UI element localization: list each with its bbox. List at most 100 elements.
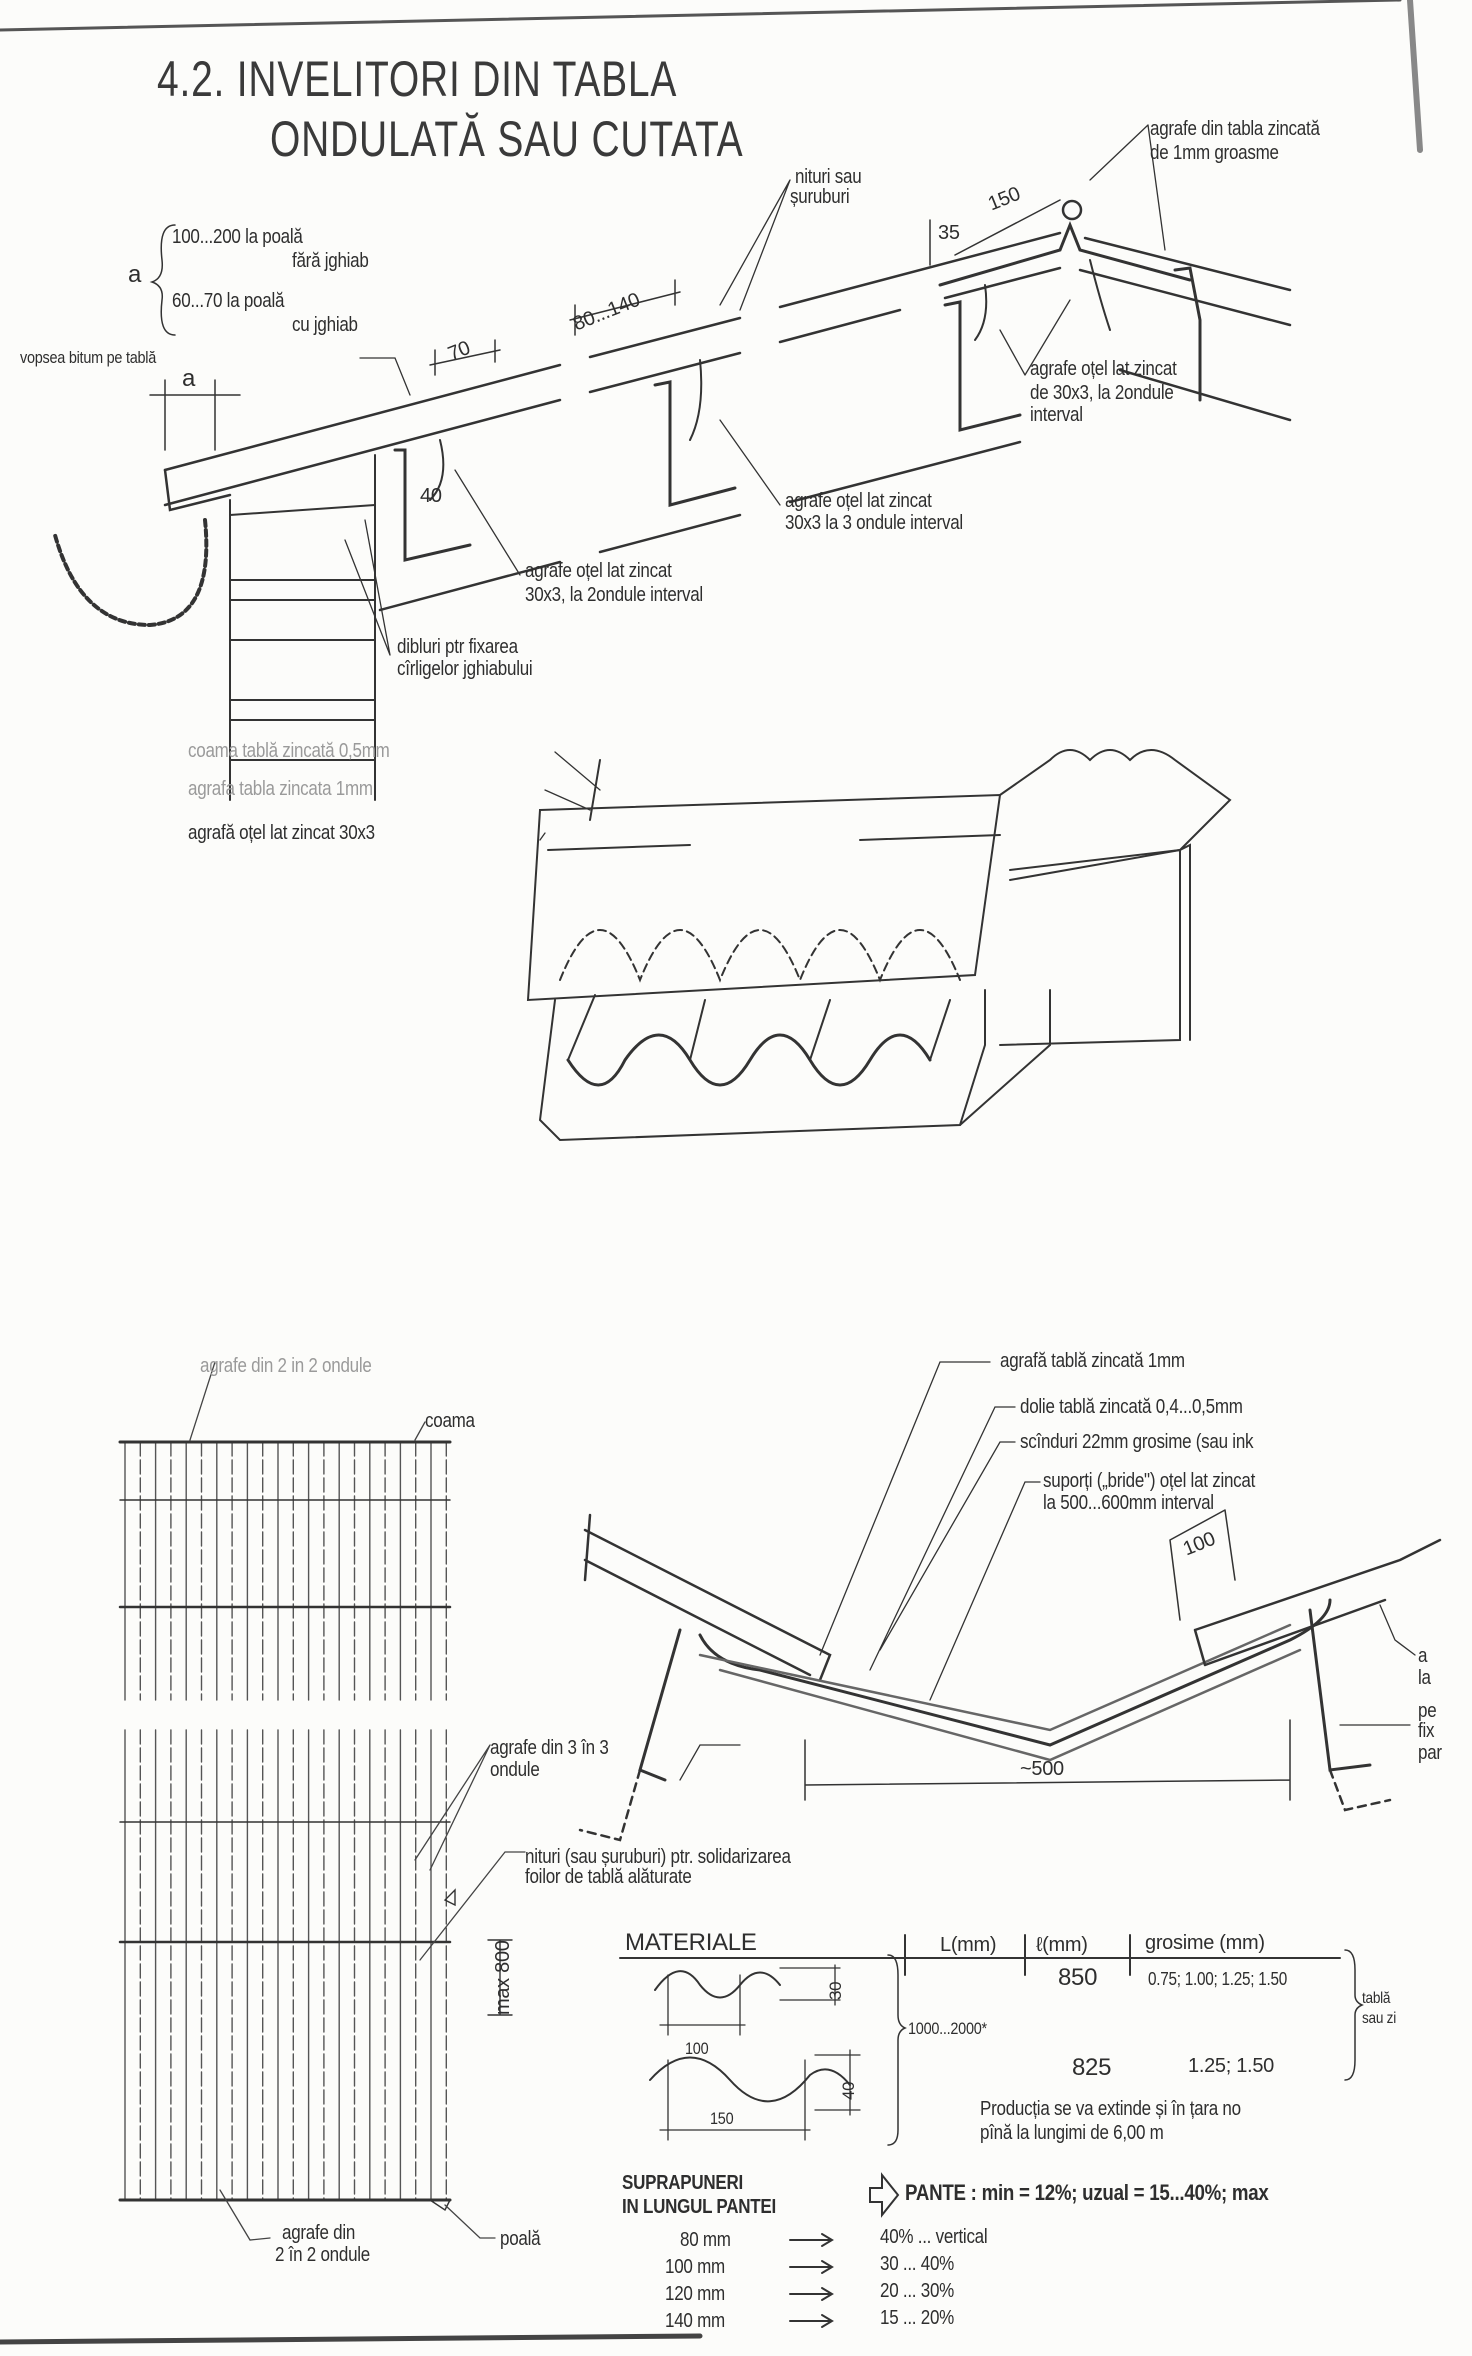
roof-sheet-line	[163, 231, 1062, 472]
row2-thickness: 1.25; 1.50	[1188, 2055, 1274, 2077]
ridge-cap-panel	[526, 793, 1002, 1002]
label-agrafe-mid: agrafe oțel lat zincat	[785, 490, 932, 512]
side-note-1: tablă	[1362, 1990, 1391, 2007]
label-agrafe-3in3-2: ondule	[490, 1759, 540, 1781]
a-option-1: 100...200 la poală	[172, 226, 303, 248]
label-nituri: nituri sau	[795, 166, 862, 188]
label-dibluri: dibluri ptr fixarea	[397, 636, 518, 658]
valley-leaders	[679, 1361, 1416, 1781]
label-agrafe-bottom: agrafe din	[282, 2222, 356, 2244]
left-sheet	[583, 1513, 832, 1682]
overlap-row-value: 140 mm	[665, 2310, 725, 2332]
label-plan-nituri-2: foilor de tablă alăturate	[525, 1866, 692, 1888]
overlap-row-value: 120 mm	[665, 2283, 725, 2305]
label-plan-agrafe-top: agrafe din 2 in 2 ondule	[200, 1355, 372, 1377]
col-l: ℓ(mm)	[1036, 1934, 1088, 1956]
purlin-bottom-line	[378, 440, 1022, 612]
overlap-row-slope: 20 ... 30%	[880, 2280, 955, 2302]
label-agrafe-low: agrafe oțel lat zincat	[525, 560, 672, 582]
right-sheet	[1193, 1538, 1442, 1667]
materials-header: MATERIALE	[625, 1929, 757, 1956]
label-agrafe-ridge-3: interval	[1030, 404, 1083, 426]
label-agrafe-3in3: agrafe din 3 în 3	[490, 1737, 609, 1759]
ridge-seam	[1061, 199, 1083, 221]
label-valley-scinduri: scînduri 22mm grosime (sau ink	[1020, 1431, 1254, 1453]
col-L: L(mm)	[940, 1934, 997, 1956]
a-option-2: 60...70 la poală	[172, 290, 285, 312]
ridge-3d-view	[526, 749, 1232, 1142]
valley-detail	[578, 1361, 1442, 1842]
label-valley-dolie: dolie tablă zincată 0,4...0,5mm	[1020, 1396, 1243, 1418]
side-note-2: sau zi	[1362, 2010, 1396, 2027]
ridge-right-top	[1083, 236, 1292, 292]
page-top-edge	[0, 0, 1402, 32]
dim-500-label: ~500	[1020, 1758, 1064, 1780]
roof-under-line	[163, 266, 1062, 507]
cut-label-par: par	[1418, 1742, 1442, 1764]
label-nituri-2: șuruburi	[790, 186, 850, 208]
label-agrafe-mid-2: 30x3 la 3 ondule interval	[785, 512, 963, 534]
support-hidden	[578, 1768, 1392, 1842]
boards	[698, 1623, 1302, 1762]
row1-thickness: 0.75; 1.00; 1.25; 1.50	[1148, 1969, 1288, 1989]
dim-70	[429, 339, 501, 376]
supports	[638, 1608, 1372, 1782]
dim-a	[149, 379, 241, 451]
production-note-2: pînă la lungimi de 6,00 m	[980, 2122, 1164, 2144]
profile2-pitch: 150	[710, 2109, 734, 2128]
brick-wall	[229, 454, 376, 801]
overlap-arrows	[789, 2233, 834, 2328]
leader-lines	[344, 124, 1166, 656]
label-valley-agrafa: agrafă tablă zincată 1mm	[1000, 1350, 1185, 1372]
clip-marker	[429, 1888, 456, 2212]
a-label: a	[128, 261, 142, 288]
brace-thickness	[1344, 1949, 1364, 2081]
label-agrafa-otel: agrafă oțel lat zincat 30x3	[188, 822, 375, 844]
label-plan-nituri: nituri (sau șuruburi) ptr. solidarizarea	[525, 1846, 791, 1868]
profile1-height: 30	[826, 1981, 845, 2000]
production-note-1: Producția se va extinde și în țara no	[980, 2098, 1241, 2120]
brace-length	[887, 1954, 907, 2146]
brace-a	[149, 224, 176, 336]
label-agrafe-tabla: agrafe din tabla zincată	[1150, 118, 1320, 140]
purlin-2	[653, 380, 737, 507]
cut-label-a: a	[1418, 1645, 1428, 1667]
length-range: 1000...2000*	[908, 2019, 987, 2038]
clip-hooks	[429, 259, 1111, 501]
leader-ridge	[539, 751, 601, 841]
row2-width: 825	[1072, 2054, 1112, 2081]
dim-80-140	[569, 279, 681, 336]
right-cap	[999, 749, 1232, 871]
ridge-right-under	[1078, 268, 1292, 327]
overlap-row-value: 100 mm	[665, 2256, 725, 2278]
label-agrafe-tabla-2: de 1mm groasme	[1150, 142, 1279, 164]
cut-label-la: la	[1418, 1667, 1431, 1689]
label-plan-coama: coama	[425, 1410, 475, 1432]
label-dibluri-2: cîrligelor jghiabului	[397, 658, 533, 680]
title-line-1: 4.2. INVELITORI DIN TABLA	[157, 51, 678, 107]
purlin-3	[943, 300, 1022, 432]
dim-a-label: a	[182, 365, 196, 392]
ridge-lines	[547, 759, 1001, 851]
profile-100-dims	[659, 1964, 841, 2036]
purlin-4	[1173, 266, 1202, 402]
page-right-edge	[1407, 0, 1423, 153]
materials-table	[619, 1934, 1364, 2328]
dim-100	[1169, 1509, 1236, 1621]
label-valley-suporti: suporți („bride") oțel lat zincat	[1043, 1470, 1256, 1492]
dim-500	[804, 1719, 1291, 1801]
row1-width: 850	[1058, 1964, 1098, 1991]
label-poala: poală	[500, 2228, 541, 2250]
hidden-waves	[559, 929, 961, 983]
gutter-hook	[53, 518, 209, 628]
eaves-end	[163, 468, 232, 512]
profile-150-wave	[649, 2056, 851, 2103]
ridge-cap	[938, 220, 1192, 287]
dim-35-label: 35	[938, 222, 960, 244]
pante-note: PANTE : min = 12%; uzual = 15...40%; max	[905, 2180, 1269, 2205]
roof-section	[53, 124, 1292, 801]
label-vopsea: vopsea bitum pe tablă	[20, 348, 157, 367]
a-option-2b: cu jghiab	[292, 314, 358, 336]
lower-sheet-edges	[538, 989, 1051, 1142]
label-agrafa-tabla: agrafa tabla zincata 1mm	[188, 778, 373, 800]
